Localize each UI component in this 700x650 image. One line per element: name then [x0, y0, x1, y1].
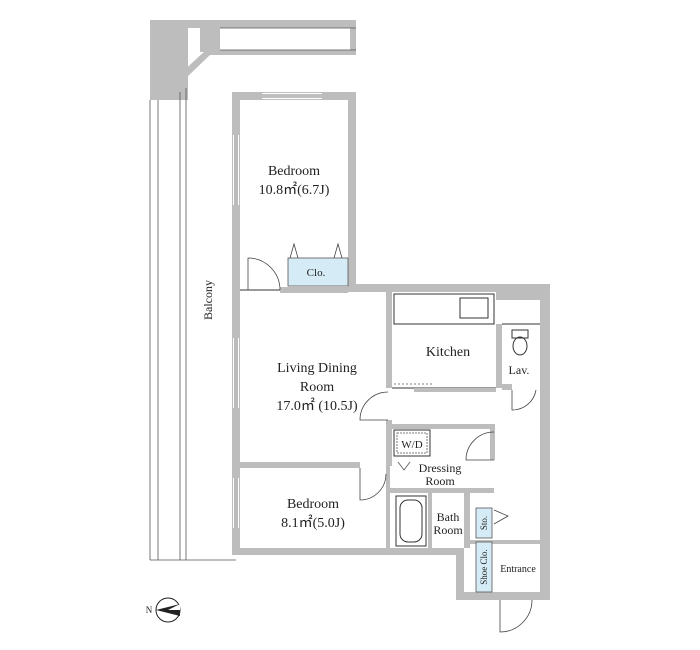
- washer-label: W/D: [401, 439, 422, 451]
- shoe-closet-label: Shoe Clo.: [479, 549, 489, 585]
- doors: [247, 257, 537, 633]
- closet: Clo.: [287, 242, 349, 287]
- washer-dryer: W/D: [393, 429, 431, 471]
- bath-name-line1: Bath: [437, 510, 460, 524]
- interior-walls: [240, 287, 540, 550]
- bedroom2-name: Bedroom: [287, 497, 339, 512]
- balcony-area: [149, 20, 356, 561]
- bathtub-icon: [395, 495, 427, 547]
- living-area: 17.0㎡ (10.5J): [276, 398, 358, 414]
- entrance-name: Entrance: [500, 564, 536, 575]
- bedroom1-name: Bedroom: [268, 164, 320, 179]
- closet-label: Clo.: [307, 267, 326, 279]
- windows: [233, 93, 322, 528]
- kitchen-counter: [393, 293, 495, 385]
- dressing-name-line2: Room: [425, 474, 455, 488]
- living-name-line2: Room: [300, 380, 334, 395]
- balcony-name: Balcony: [201, 280, 215, 320]
- storage-label: Sto.: [479, 516, 489, 530]
- compass-label: N: [146, 605, 153, 615]
- living-name-line1: Living Dining: [277, 361, 357, 376]
- toilet-icon: [511, 329, 529, 356]
- bedroom2-area: 8.1㎡(5.0J): [281, 515, 345, 531]
- kitchen-name: Kitchen: [426, 345, 470, 360]
- storage-units: Sto. Shoe Clo.: [475, 507, 493, 593]
- bedroom1-area: 10.8㎡(6.7J): [259, 182, 330, 198]
- bath-name-line2: Room: [433, 523, 463, 537]
- lavatory-name: Lav.: [509, 363, 530, 377]
- north-arrow-icon: N: [146, 597, 181, 623]
- room-labels: Bedroom 10.8㎡(6.7J) Living Dining Room 1…: [201, 164, 536, 575]
- dressing-name-line1: Dressing: [419, 461, 462, 475]
